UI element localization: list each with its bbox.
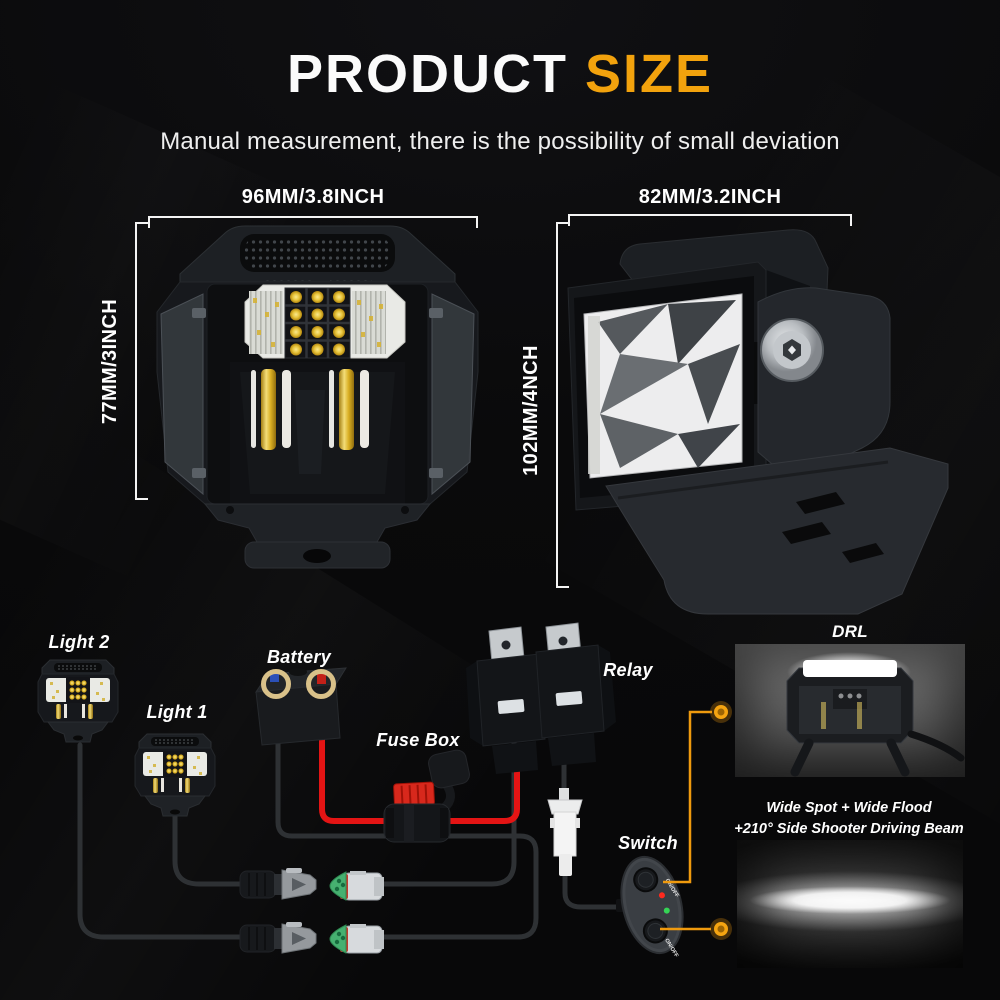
battery-ground-wire	[275, 697, 539, 940]
title-word-product: PRODUCT	[286, 44, 568, 104]
front-width-label: 96MM/3.8INCH	[241, 186, 385, 208]
label-fuse-box: Fuse Box	[376, 730, 460, 750]
side-reflector	[583, 293, 743, 479]
label-drl: DRL	[832, 622, 868, 641]
terminal-ring-icon	[261, 669, 291, 699]
front-height-tick-top	[135, 222, 148, 224]
front-height-line	[135, 222, 137, 500]
label-light2: Light 2	[48, 632, 110, 652]
front-height-label: 77MM/3INCH	[99, 298, 122, 424]
front-mounting-bracket	[203, 503, 432, 569]
callout-lines	[660, 701, 732, 940]
white-connector-image	[547, 788, 583, 876]
front-view-light-image	[156, 225, 479, 569]
side-height-label-wrap: 102MM/4NCH	[510, 232, 552, 588]
light1-image	[134, 733, 216, 817]
harness-wires	[77, 697, 627, 940]
female-connector-image	[329, 923, 385, 954]
front-side-shooter-bars	[230, 362, 405, 504]
side-mounting-arm	[754, 287, 891, 472]
side-width-tick-right	[850, 214, 852, 226]
front-width-line	[148, 216, 478, 218]
label-switch: Switch	[618, 833, 678, 853]
drl-photo-light-image	[786, 652, 965, 777]
fuse-box-image	[383, 749, 470, 843]
front-top-grille	[245, 237, 390, 269]
wiring-diagram: ON/OFF ON/OFF	[37, 622, 732, 959]
front-width-tick-right	[476, 216, 478, 228]
side-width-line	[568, 214, 852, 216]
green-led-icon	[663, 907, 670, 914]
side-lower-bracket	[605, 447, 949, 615]
side-height-line	[556, 222, 558, 588]
label-battery: Battery	[266, 647, 332, 667]
label-light1: Light 1	[146, 702, 208, 722]
beam-caption-line1: Wide Spot + Wide Flood	[766, 800, 932, 816]
reflector-flecks	[253, 298, 383, 347]
title-word-size: SIZE	[584, 44, 714, 104]
switch-image: ON/OFF ON/OFF	[616, 855, 684, 959]
side-height-tick-bottom	[556, 586, 569, 588]
light2-image	[37, 659, 119, 743]
male-connector-image	[239, 867, 317, 900]
callout-dot-icon	[710, 918, 732, 940]
switch-wire	[562, 873, 627, 910]
front-left-clear-panel	[160, 293, 204, 496]
side-width-tick-left	[568, 214, 570, 226]
page-title: PRODUCT SIZE	[0, 46, 1000, 103]
beam-caption-line2: +210° Side Shooter Driving Beam	[734, 821, 964, 838]
side-height-tick-top	[556, 222, 569, 224]
side-height-label: 102MM/4NCH	[519, 344, 542, 476]
front-height-tick-bottom	[135, 498, 148, 500]
relay-image	[466, 622, 616, 774]
male-connector-image	[239, 921, 317, 954]
battery-negative-terminal	[270, 670, 279, 682]
front-height-label-wrap: 77MM/3INCH	[90, 222, 132, 500]
label-relay: Relay	[603, 660, 653, 680]
front-led-lens	[244, 284, 406, 359]
beam-pattern-photo	[737, 840, 963, 968]
side-width-label: 82MM/3.2INCH	[638, 186, 782, 208]
red-led-icon	[658, 892, 665, 899]
female-connector-image	[329, 870, 385, 901]
terminal-ring-icon	[306, 669, 336, 699]
page-subtitle: Manual measurement, there is the possibi…	[160, 128, 840, 155]
side-view-light-image	[567, 229, 949, 615]
front-width-tick-left	[148, 216, 150, 228]
battery-image	[254, 667, 347, 746]
front-led-chips	[290, 291, 345, 356]
light2-wire	[77, 742, 246, 940]
battery-positive-terminal	[317, 672, 326, 684]
front-right-clear-panel	[431, 293, 475, 496]
callout-dot-icon	[710, 701, 732, 723]
beam-caption: Wide Spot + Wide Flood +210° Side Shoote…	[734, 798, 963, 840]
relay-to-light1-wire	[369, 737, 517, 887]
light1-wire	[172, 809, 246, 887]
